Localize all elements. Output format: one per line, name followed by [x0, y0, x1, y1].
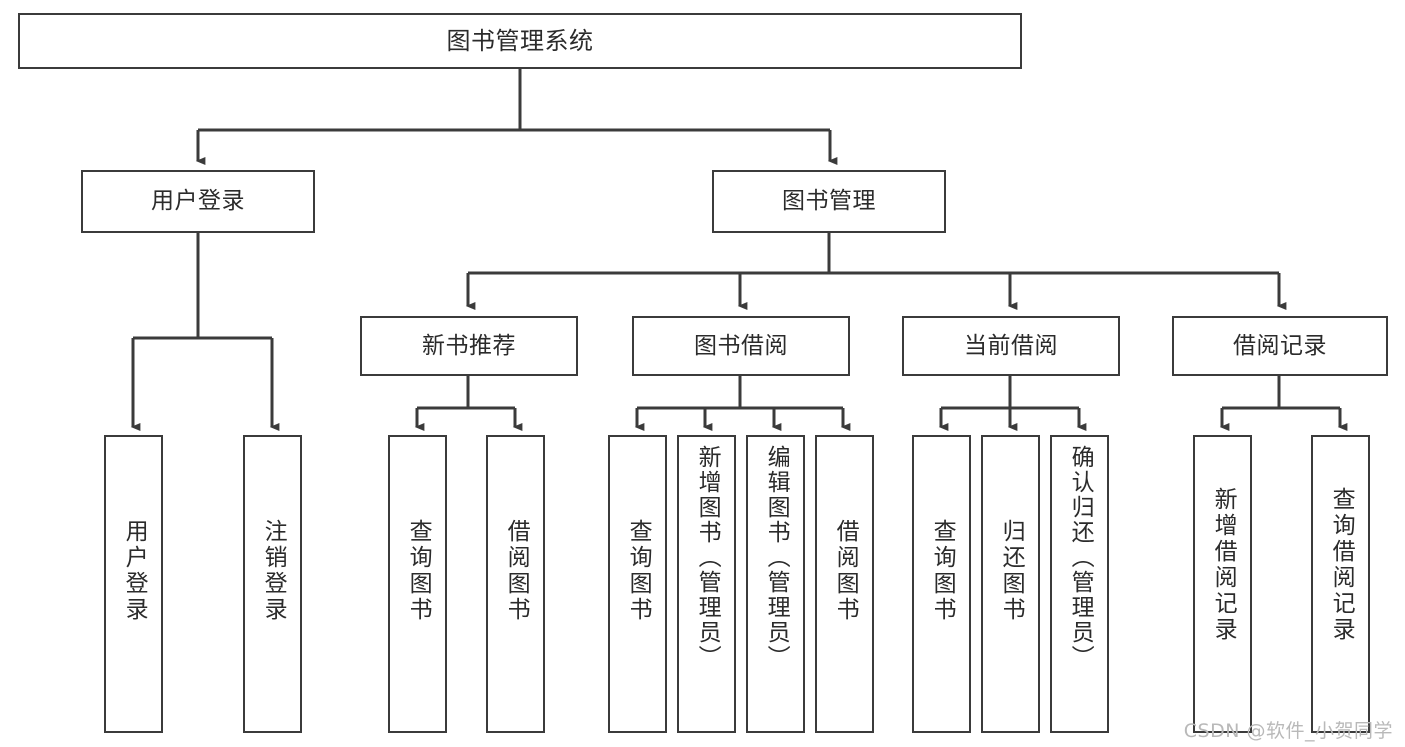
node-label: 借阅记录: [1233, 332, 1327, 359]
node-label: 归还图书: [998, 519, 1025, 623]
leaf-current-borrow-confirm[interactable]: 确认归还（管理员）: [1050, 435, 1109, 733]
leaf-new-book-query[interactable]: 查询图书: [388, 435, 447, 733]
node-label: 当前借阅: [964, 332, 1058, 359]
leaf-book-borrow-add[interactable]: 新增图书（管理员）: [677, 435, 736, 733]
node-new-book-recommend[interactable]: 新书推荐: [360, 316, 578, 376]
node-current-borrow[interactable]: 当前借阅: [902, 316, 1120, 376]
node-user-login[interactable]: 用户登录: [81, 170, 315, 233]
node-borrow-record[interactable]: 借阅记录: [1172, 316, 1388, 376]
leaf-new-book-borrow[interactable]: 借阅图书: [486, 435, 545, 733]
leaf-book-borrow-borrow[interactable]: 借阅图书: [815, 435, 874, 733]
node-label: 用户登录: [121, 519, 148, 623]
node-label: 新增图书（管理员）: [694, 445, 721, 670]
leaf-book-borrow-edit[interactable]: 编辑图书（管理员）: [746, 435, 805, 733]
node-label: 查询图书: [929, 519, 956, 623]
node-label: 图书管理系统: [446, 27, 594, 55]
node-label: 新书推荐: [422, 332, 516, 359]
leaf-user-login-logout[interactable]: 注销登录: [243, 435, 302, 733]
node-root-system[interactable]: 图书管理系统: [18, 13, 1022, 69]
node-label: 编辑图书（管理员）: [763, 445, 790, 670]
node-label: 查询图书: [405, 519, 432, 623]
node-label: 借阅图书: [503, 519, 530, 623]
leaf-current-borrow-return[interactable]: 归还图书: [981, 435, 1040, 733]
node-label: 图书管理: [782, 188, 876, 214]
node-label: 查询图书: [625, 519, 652, 623]
leaf-book-borrow-query[interactable]: 查询图书: [608, 435, 667, 733]
leaf-borrow-record-add[interactable]: 新增借阅记录: [1193, 435, 1252, 733]
leaf-user-login-login[interactable]: 用户登录: [104, 435, 163, 733]
node-label: 新增借阅记录: [1210, 487, 1237, 643]
node-book-management[interactable]: 图书管理: [712, 170, 946, 233]
leaf-borrow-record-query[interactable]: 查询借阅记录: [1311, 435, 1370, 733]
watermark: CSDN @软件_小贺同学: [1183, 720, 1393, 742]
node-label: 用户登录: [151, 188, 245, 214]
leaf-current-borrow-query[interactable]: 查询图书: [912, 435, 971, 733]
node-label: 图书借阅: [694, 332, 788, 359]
node-book-borrow[interactable]: 图书借阅: [632, 316, 850, 376]
node-label: 注销登录: [260, 519, 287, 623]
node-label: 确认归还（管理员）: [1067, 445, 1094, 670]
node-label: 借阅图书: [832, 519, 859, 623]
node-label: 查询借阅记录: [1328, 487, 1355, 643]
